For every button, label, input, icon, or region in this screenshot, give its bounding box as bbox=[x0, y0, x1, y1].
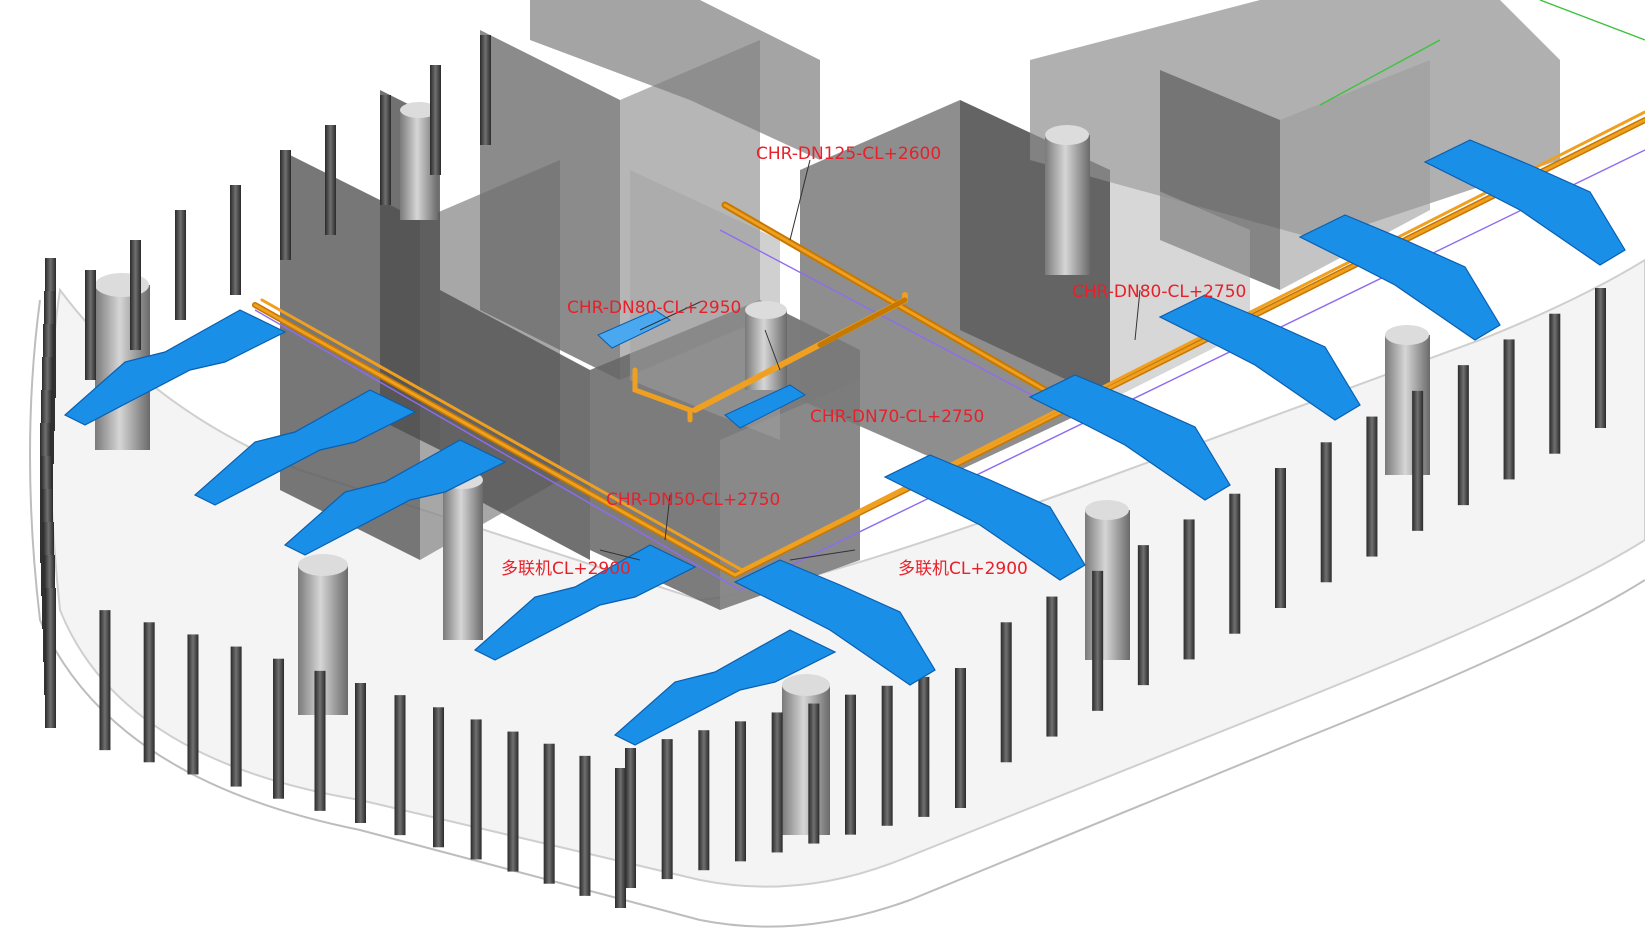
pile bbox=[661, 739, 673, 880]
duct-unit bbox=[1028, 374, 1231, 501]
reference-lines bbox=[254, 0, 1645, 591]
pile bbox=[845, 694, 856, 835]
pile bbox=[1000, 622, 1012, 763]
pile bbox=[1092, 570, 1104, 711]
pile bbox=[1412, 390, 1424, 531]
pile bbox=[230, 185, 241, 295]
pile bbox=[1137, 545, 1149, 686]
annotation-chr-dn80-a: CHR-DN80-CL+2950 bbox=[567, 298, 742, 318]
pile bbox=[507, 731, 519, 872]
pile bbox=[1046, 596, 1058, 737]
pile bbox=[579, 755, 591, 896]
pile bbox=[85, 270, 96, 380]
pile bbox=[1229, 493, 1241, 634]
pile bbox=[470, 719, 482, 860]
pile bbox=[130, 240, 141, 350]
pile bbox=[735, 721, 746, 862]
pile bbox=[1183, 519, 1195, 660]
annotation-chr-dn80-b: CHR-DN80-CL+2750 bbox=[1072, 282, 1247, 302]
duct-unit bbox=[733, 559, 936, 686]
duct-unit bbox=[193, 389, 417, 506]
duct-unit bbox=[473, 544, 697, 661]
annotation-vrf-right: 多联机CL+2900 bbox=[898, 559, 1028, 579]
pile bbox=[175, 210, 186, 320]
annotation-chr-dn125: CHR-DN125-CL+2600 bbox=[756, 144, 942, 164]
duct-unit bbox=[1298, 214, 1501, 341]
pile bbox=[1549, 313, 1561, 454]
duct-unit bbox=[613, 629, 837, 746]
pile bbox=[1457, 365, 1469, 506]
pile bbox=[325, 125, 336, 235]
pile bbox=[1275, 468, 1286, 608]
pile bbox=[143, 622, 155, 763]
pile bbox=[881, 685, 893, 826]
pile bbox=[380, 95, 391, 205]
pile bbox=[808, 703, 820, 844]
chilled-water-pipes bbox=[252, 110, 1645, 579]
vrf-ducts bbox=[63, 139, 1626, 746]
duct-unit bbox=[1423, 139, 1626, 266]
slab-outer-edge bbox=[29, 299, 1645, 928]
pile bbox=[273, 658, 285, 799]
pile bbox=[230, 646, 242, 787]
annotation-vrf-left: 多联机CL+2900 bbox=[501, 559, 631, 579]
pile bbox=[955, 668, 966, 808]
pile bbox=[625, 748, 636, 888]
pile bbox=[771, 712, 783, 853]
pile bbox=[480, 35, 491, 145]
pile bbox=[394, 695, 406, 836]
annotation-chr-dn50: CHR-DN50-CL+2750 bbox=[606, 490, 781, 510]
pile bbox=[543, 743, 555, 884]
duct-unit bbox=[283, 439, 507, 556]
pile bbox=[280, 150, 291, 260]
duct-unit bbox=[883, 454, 1086, 581]
duct-unit-small bbox=[724, 384, 806, 429]
pile bbox=[615, 768, 626, 908]
pile bbox=[187, 634, 199, 775]
pile bbox=[918, 676, 930, 817]
pile bbox=[45, 588, 56, 728]
pile bbox=[1366, 416, 1378, 557]
annotation-chr-dn70: CHR-DN70-CL+2750 bbox=[810, 407, 985, 427]
pile bbox=[355, 683, 366, 823]
pile bbox=[430, 65, 441, 175]
label-leaders bbox=[599, 159, 1141, 561]
duct-unit bbox=[63, 309, 287, 426]
pile bbox=[314, 670, 326, 811]
duct-unit bbox=[1158, 294, 1361, 421]
pile bbox=[698, 730, 710, 871]
pile bbox=[1503, 339, 1515, 480]
pile bbox=[1595, 288, 1606, 428]
duct-unit-small bbox=[597, 309, 672, 349]
perimeter-piles bbox=[40, 35, 1606, 908]
pile bbox=[99, 610, 111, 751]
pile bbox=[1320, 442, 1332, 583]
pile bbox=[433, 707, 445, 848]
